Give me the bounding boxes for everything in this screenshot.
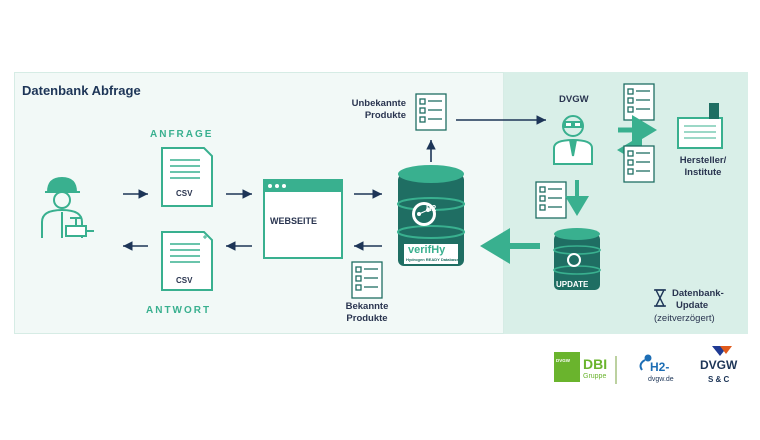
db-update-label-line3: (zeitverzögert) [654,313,715,324]
csv-request-label: CSV [176,189,193,198]
dvgw-label: DVGW [559,94,589,105]
website-label: WEBSEITE [270,216,318,226]
dbi-logo-text: DBI [583,356,608,372]
website-window [263,179,343,259]
known-label-line1: Bekannte [345,301,389,312]
dvgw-checklist-icon [623,83,655,121]
manufacturer-label-line2: Institute [684,167,722,178]
h2-dvgw-logo-text: H2- [650,360,670,374]
dbi-badge-text: DVGW [556,358,570,363]
db-update-label-line2: Update [676,300,709,311]
unknown-label-line2: Produkte [364,110,406,121]
dvgw-sc-logo-subtext: S & C [708,375,730,384]
csv-request-document [161,147,213,207]
dbi-logo [554,352,617,384]
h2-dvgw-url: dvgw.de [648,376,674,383]
response-label: ANTWORT [146,305,212,316]
worker-icon [41,176,94,238]
manufacturer-label-line1: Hersteller/ [679,155,727,166]
update-checklist-icon [535,181,567,219]
verifhy-label: verifHy [408,244,446,256]
unknown-products-checklist-icon [415,93,447,131]
db-update-label-line1: Datenbank- [672,288,724,299]
dvgw-sc-logo-icon [712,346,732,356]
diagram-title: Datenbank Abfrage [22,83,141,98]
verifhy-database-icon [397,165,465,266]
sidebar-checklist-icon [623,145,655,183]
unknown-label-line1: Unbekannte [351,98,406,109]
update-label: UPDATE [556,280,589,289]
factory-icon [677,103,723,149]
csv-response-label: CSV [176,276,193,285]
known-label-line2: Produkte [346,313,388,324]
dvgw-sc-logo-text: DVGW [700,358,738,372]
update-database-icon [553,228,601,290]
hourglass-icon [654,289,666,307]
verifhy-subtitle: Hydrogen READY Database [406,257,459,262]
known-products-checklist-icon [351,261,383,299]
dbi-logo-subtext: Gruppe [583,373,607,380]
h2-dvgw-logo-icon [639,354,652,371]
request-label: ANFRAGE [150,129,214,140]
csv-response-document [161,231,213,291]
h2-label: H2 [426,204,437,213]
dvgw-expert-icon [553,115,593,165]
